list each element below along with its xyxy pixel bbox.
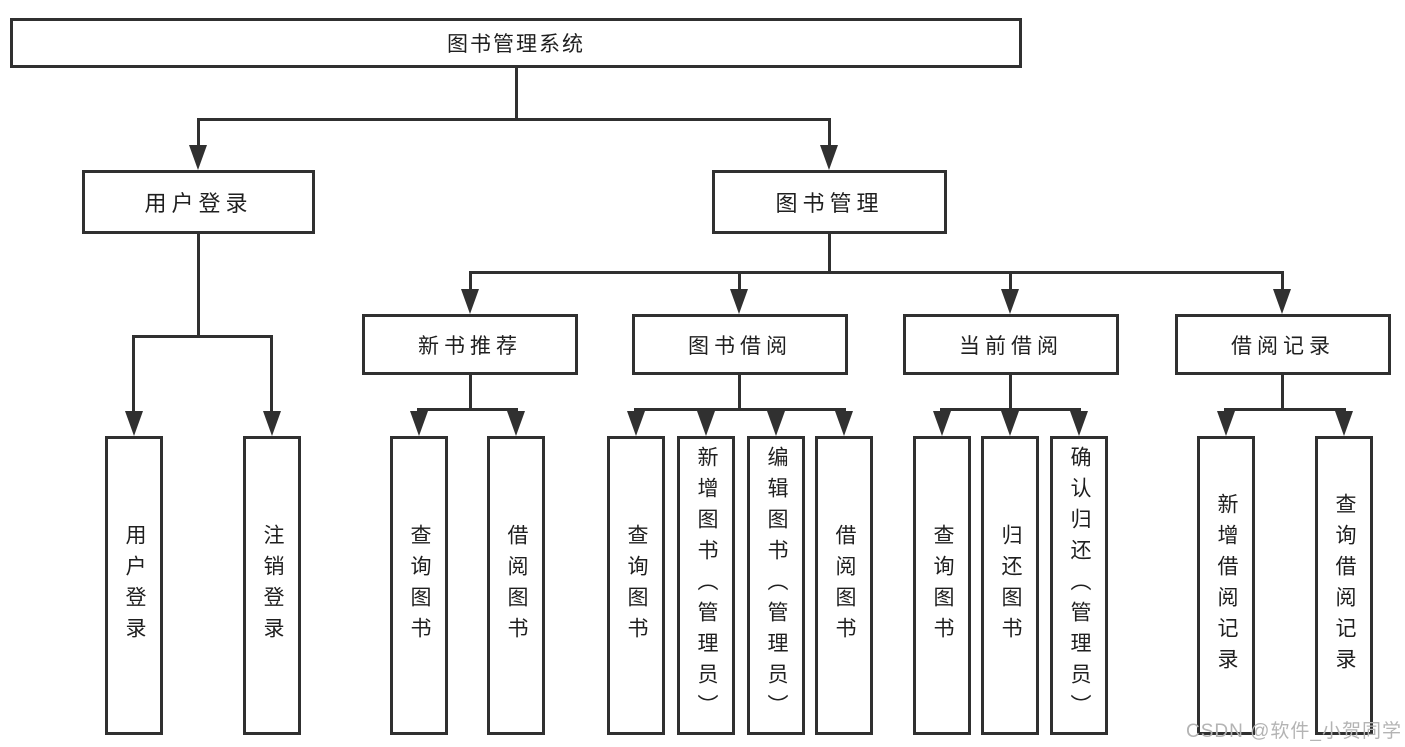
node-borrowing-records-label: 借阅记录	[1231, 334, 1335, 358]
connector-line	[1224, 408, 1346, 411]
leaf-query-books-borrowing: 查询图书	[607, 436, 665, 735]
arrow-down-icon	[1070, 411, 1088, 436]
leaf-add-borrow-record-label: 新增借阅记录	[1215, 492, 1239, 679]
connector-line	[515, 68, 518, 118]
connector-line	[828, 233, 831, 274]
connector-line	[1281, 375, 1284, 410]
leaf-confirm-return-admin-label: 确认归还（管理员）	[1068, 446, 1092, 725]
node-new-book-recommend-label: 新书推荐	[418, 334, 522, 358]
leaf-add-books-admin-label: 新增图书（管理员）	[695, 446, 719, 725]
leaf-edit-books-admin: 编辑图书（管理员）	[747, 436, 805, 735]
arrow-down-icon	[933, 411, 951, 436]
arrow-down-icon	[1001, 289, 1019, 314]
leaf-query-books-current: 查询图书	[913, 436, 971, 735]
node-library-management-system-label: 图书管理系统	[447, 33, 585, 56]
arrow-down-icon	[1273, 289, 1291, 314]
connector-line	[738, 375, 741, 410]
node-user-login: 用户登录	[82, 170, 315, 234]
leaf-query-borrow-record-label: 查询借阅记录	[1333, 492, 1357, 679]
arrow-down-icon	[767, 411, 785, 436]
connector-line	[197, 234, 200, 337]
leaf-user-login-label: 用户登录	[123, 523, 147, 648]
arrow-down-icon	[1335, 411, 1353, 436]
leaf-confirm-return-admin: 确认归还（管理员）	[1050, 436, 1108, 735]
leaf-logout: 注销登录	[243, 436, 301, 735]
connector-line	[828, 118, 831, 148]
connector-line	[197, 118, 200, 148]
arrow-down-icon	[627, 411, 645, 436]
node-book-borrowing: 图书借阅	[632, 314, 848, 375]
connector-line	[469, 271, 472, 291]
leaf-query-books-current-label: 查询图书	[931, 523, 955, 648]
leaf-return-books: 归还图书	[981, 436, 1039, 735]
connector-line	[738, 271, 741, 291]
connector-line	[1009, 271, 1012, 291]
connector-line	[1009, 375, 1012, 410]
node-library-management-system: 图书管理系统	[10, 18, 1022, 68]
csdn-watermark: CSDN @软件_小贺同学	[1186, 721, 1402, 742]
connector-line	[1281, 271, 1284, 291]
arrow-down-icon	[730, 289, 748, 314]
arrow-down-icon	[835, 411, 853, 436]
arrow-down-icon	[507, 411, 525, 436]
leaf-add-borrow-record: 新增借阅记录	[1197, 436, 1255, 735]
leaf-borrow-books-recommend-label: 借阅图书	[505, 523, 529, 648]
leaf-borrow-books-label: 借阅图书	[833, 523, 857, 648]
leaf-return-books-label: 归还图书	[999, 523, 1023, 648]
arrow-down-icon	[461, 289, 479, 314]
node-book-management: 图书管理	[712, 170, 947, 234]
connector-line	[469, 375, 472, 410]
leaf-query-books-borrowing-label: 查询图书	[625, 523, 649, 648]
node-current-borrowing: 当前借阅	[903, 314, 1119, 375]
leaf-borrow-books-recommend: 借阅图书	[487, 436, 545, 735]
node-borrowing-records: 借阅记录	[1175, 314, 1391, 375]
leaf-edit-books-admin-label: 编辑图书（管理员）	[765, 446, 789, 725]
node-current-borrowing-label: 当前借阅	[959, 334, 1063, 358]
arrow-down-icon	[697, 411, 715, 436]
arrow-down-icon	[1001, 411, 1019, 436]
arrow-down-icon	[189, 145, 207, 170]
connector-line	[132, 335, 135, 414]
arrow-down-icon	[820, 145, 838, 170]
connector-line	[132, 335, 273, 338]
leaf-logout-label: 注销登录	[261, 523, 285, 648]
connector-line	[197, 118, 831, 121]
node-new-book-recommend: 新书推荐	[362, 314, 578, 375]
leaf-query-books-recommend-label: 查询图书	[408, 523, 432, 648]
connector-line	[270, 335, 273, 414]
arrow-down-icon	[125, 411, 143, 436]
connector-line	[469, 271, 1284, 274]
node-book-borrowing-label: 图书借阅	[688, 334, 792, 358]
arrow-down-icon	[1217, 411, 1235, 436]
leaf-add-books-admin: 新增图书（管理员）	[677, 436, 735, 735]
node-user-login-label: 用户登录	[144, 191, 253, 216]
connector-line	[634, 408, 846, 411]
arrow-down-icon	[263, 411, 281, 436]
leaf-borrow-books: 借阅图书	[815, 436, 873, 735]
leaf-user-login: 用户登录	[105, 436, 163, 735]
connector-line	[417, 408, 518, 411]
node-book-management-label: 图书管理	[775, 191, 884, 216]
leaf-query-books-recommend: 查询图书	[390, 436, 448, 735]
leaf-query-borrow-record: 查询借阅记录	[1315, 436, 1373, 735]
arrow-down-icon	[410, 411, 428, 436]
